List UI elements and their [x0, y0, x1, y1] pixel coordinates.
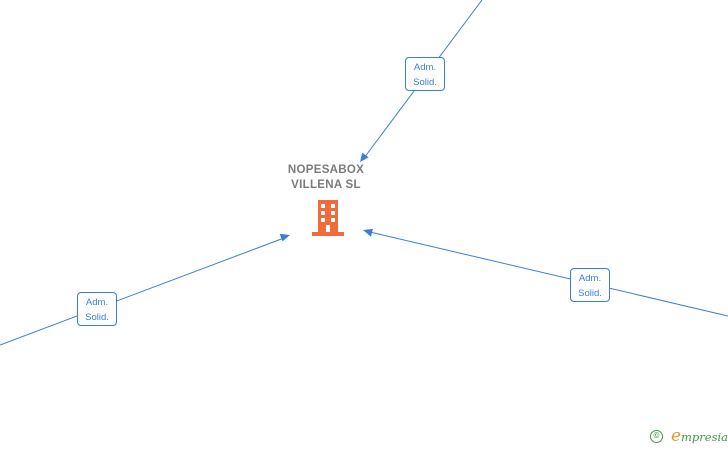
relation-label-line1: Adm.: [413, 62, 437, 73]
relation-label-left[interactable]: Adm. Solid.: [77, 292, 117, 326]
relation-label-top[interactable]: Adm. Solid.: [405, 57, 445, 91]
relation-label-line2: Solid.: [413, 77, 437, 88]
company-name[interactable]: NOPESABOX VILLENA SL: [266, 163, 386, 193]
relation-label-right[interactable]: Adm. Solid.: [570, 268, 610, 302]
arrow-top: [360, 152, 369, 162]
arrow-right: [363, 228, 373, 237]
company-name-line2: VILLENA SL: [291, 179, 361, 191]
empresia-logo-text: mpresia: [681, 430, 728, 444]
empresia-logo-initial: e: [671, 426, 682, 446]
relation-label-line2: Solid.: [578, 288, 602, 299]
relation-label-line1: Adm.: [85, 297, 109, 308]
company-name-line1: NOPESABOX: [287, 164, 365, 176]
edge-left: [0, 237, 285, 346]
arrow-left: [279, 233, 290, 242]
edge-right: [369, 231, 728, 317]
relation-label-line2: Solid.: [85, 312, 109, 323]
relation-label-line1: Adm.: [578, 273, 602, 284]
building-icon[interactable]: [312, 200, 344, 236]
copyright-icon: ©: [650, 430, 663, 443]
